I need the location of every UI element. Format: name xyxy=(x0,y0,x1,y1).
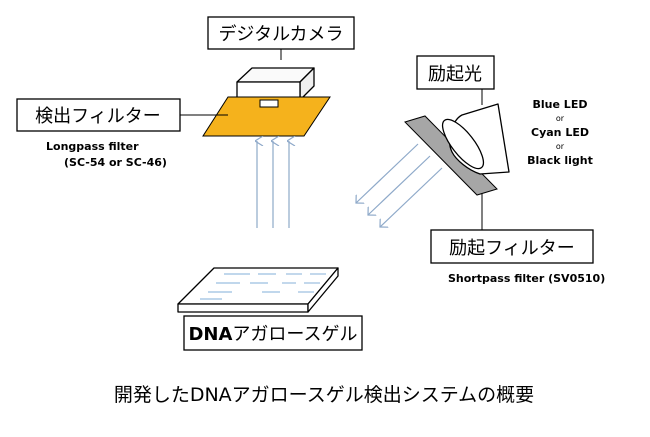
light-source-icon xyxy=(441,103,510,175)
light-option-or-2: or xyxy=(556,142,565,151)
detection-filter-label: 検出フィルター xyxy=(16,98,181,132)
gel-label-agarose: アガロースゲル xyxy=(232,324,357,345)
camera-label-text: デジタルカメラ xyxy=(218,24,343,45)
light-option-black-light: Black light xyxy=(527,154,593,167)
longpass-filter-model: (SC-54 or SC-46) xyxy=(64,156,167,169)
shortpass-filter-note: Shortpass filter (SV0510) xyxy=(448,272,605,285)
camera-lens xyxy=(259,99,279,108)
emission-arrows xyxy=(257,141,289,228)
excitation-arrow-1 xyxy=(356,143,419,203)
excitation-filter xyxy=(404,115,498,196)
camera-label: デジタルカメラ xyxy=(207,16,355,50)
longpass-filter-note: Longpass filter xyxy=(46,140,139,153)
light-option-cyan-led: Cyan LED xyxy=(531,126,589,139)
detection-filter xyxy=(202,96,331,137)
light-option-or-1: or xyxy=(556,114,565,123)
excitation-filter-label-text: 励起フィルター xyxy=(449,238,575,259)
light-option-blue-led: Blue LED xyxy=(533,98,588,111)
excitation-arrow-2 xyxy=(368,155,431,215)
gel-label-text: DNAアガロースゲル xyxy=(188,324,357,345)
gel-bands xyxy=(200,273,326,300)
excitation-light-label: 励起光 xyxy=(416,55,495,90)
gel-label: DNAアガロースゲル xyxy=(183,315,363,351)
excitation-filter-label: 励起フィルター xyxy=(430,229,594,264)
caption: 開発したDNAアガロースゲル検出システムの概要 xyxy=(114,384,534,406)
excitation-arrow-3 xyxy=(380,167,443,227)
excitation-arrows xyxy=(356,143,443,227)
agarose-gel xyxy=(177,267,339,313)
detection-filter-label-text: 検出フィルター xyxy=(35,106,161,127)
gel-label-dna: DNA xyxy=(188,324,232,345)
excitation-light-label-text: 励起光 xyxy=(428,64,482,85)
